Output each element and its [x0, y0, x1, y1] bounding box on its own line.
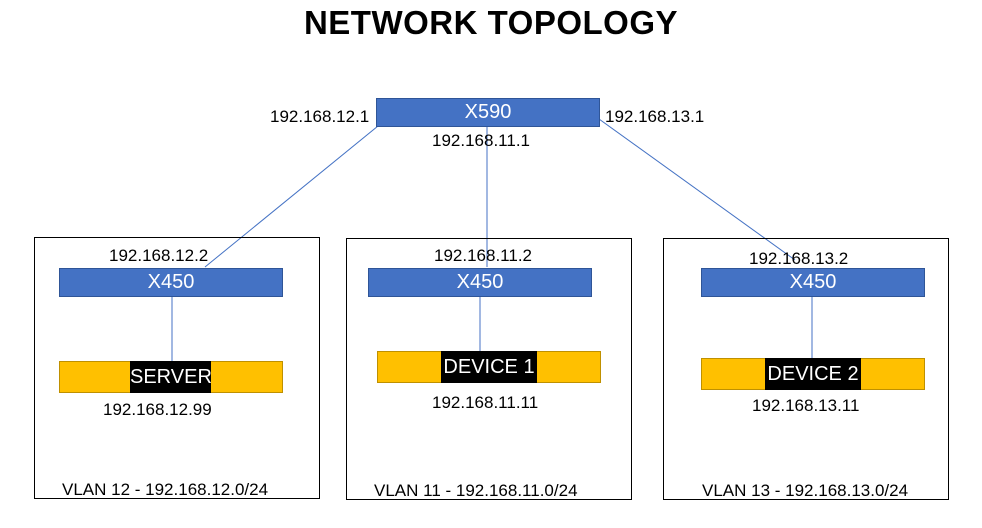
core-ip-right: 192.168.13.1: [605, 107, 705, 126]
device2-ip: 192.168.13.11: [752, 396, 860, 415]
vlan12-switch-ip: 192.168.12.2: [109, 246, 209, 265]
link-core-to-vlan12-switch: [204, 125, 379, 268]
server-ip: 192.168.12.99: [103, 400, 212, 419]
vlan-box-12: [34, 237, 320, 499]
vlan11-label: VLAN 11 - 192.168.11.0/24: [374, 481, 578, 500]
vlan11-switch[interactable]: X450: [368, 268, 592, 297]
device2-label: DEVICE 2: [765, 358, 861, 390]
server-label: SERVER: [130, 361, 212, 393]
link-core-to-vlan13-switch: [598, 118, 796, 261]
vlan11-switch-ip: 192.168.11.2: [434, 246, 532, 265]
core-ip-left: 192.168.12.1: [270, 107, 370, 126]
vlan12-switch[interactable]: X450: [59, 268, 283, 297]
vlan13-label: VLAN 13 - 192.168.13.0/24: [702, 481, 909, 500]
vlan12-label: VLAN 12 - 192.168.12.0/24: [62, 480, 269, 499]
vlan-box-11: [346, 238, 632, 500]
device1-ip: 192.168.11.11: [432, 393, 539, 412]
vlan13-switch[interactable]: X450: [701, 268, 925, 297]
core-ip-bottom: 192.168.11.1: [432, 131, 530, 150]
device1-label: DEVICE 1: [441, 351, 537, 383]
core-switch[interactable]: X590: [376, 98, 600, 127]
vlan-box-13: [663, 238, 949, 500]
page-title: NETWORK TOPOLOGY: [303, 4, 679, 41]
vlan13-switch-ip: 192.168.13.2: [749, 249, 849, 268]
